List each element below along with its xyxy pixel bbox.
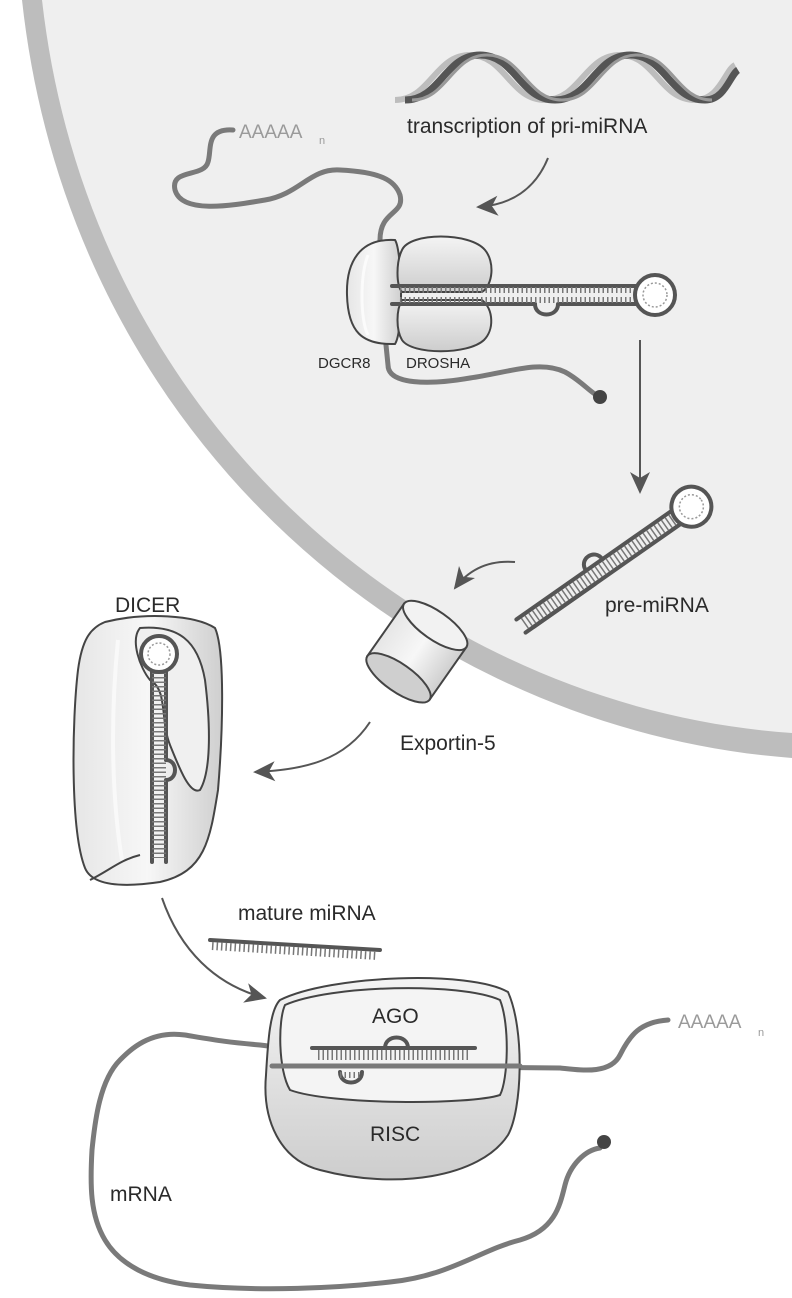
- mrna-polya-subscript: n: [758, 1027, 764, 1039]
- drosha-protein: [396, 235, 493, 353]
- mrna-5prime-cap-icon: [593, 390, 607, 404]
- dicer-protein: [72, 615, 224, 886]
- dna-helix-icon: [394, 51, 741, 104]
- exportin-5-channel: [365, 599, 469, 704]
- transcription-arrow: [476, 157, 549, 216]
- pri-mirna-strand: [172, 127, 601, 399]
- mrna-polya-label: AAAAA: [678, 1012, 742, 1033]
- export-arrow: [453, 560, 516, 590]
- polya-subscript: n: [319, 135, 325, 147]
- mrna-polya-tail: AAAAA n: [678, 1012, 764, 1039]
- pre-mirna-label: pre-miRNA: [605, 594, 709, 617]
- drosha-label: DROSHA: [406, 355, 470, 372]
- risc-complex: [264, 977, 523, 1181]
- pri-mirna-polya-tail: AAAAA n: [239, 122, 325, 147]
- loading-arrow: [161, 897, 267, 1003]
- dgcr8-label: DGCR8: [318, 355, 371, 372]
- exportin-label: Exportin-5: [400, 732, 496, 755]
- ago-label: AGO: [372, 1005, 419, 1028]
- dicer-label: DICER: [115, 594, 180, 617]
- dgcr8-protein: [345, 238, 403, 346]
- cytoplasm-arrow: [253, 721, 371, 782]
- pre-mirna-hairpin: [514, 484, 714, 635]
- pri-mirna-hairpin: [390, 273, 677, 317]
- polya-label: AAAAA: [239, 122, 303, 143]
- mature-mirna-label: mature miRNA: [238, 902, 376, 925]
- transcription-label: transcription of pri-miRNA: [407, 115, 647, 138]
- mrna-label: mRNA: [110, 1183, 172, 1206]
- mature-mirna-duplex: [208, 938, 382, 960]
- risc-label: RISC: [370, 1123, 420, 1146]
- mrna-cap-icon: [597, 1135, 611, 1149]
